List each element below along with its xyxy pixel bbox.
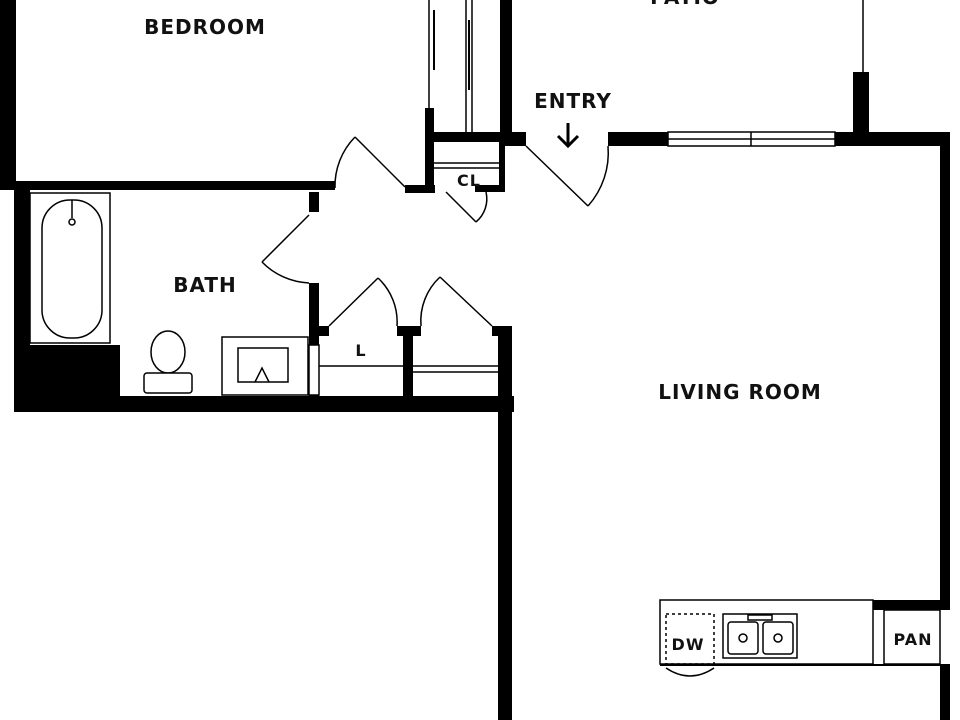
bath-bottom-wall [14, 396, 514, 412]
toilet-tank [143, 372, 193, 394]
closet-bottom-wall [475, 185, 505, 192]
hall-closet-door-swing [420, 276, 441, 327]
shelves [319, 162, 499, 373]
patio-label: PATIO [650, 0, 720, 9]
linen-jamb-left [319, 326, 329, 336]
bedroom-door-leaf [354, 136, 406, 188]
bedroom-bottom-wall [0, 181, 335, 190]
hall-wall-segment [405, 185, 435, 193]
tub-drain [68, 218, 76, 226]
linen-divider [403, 326, 413, 398]
closet-right-wall [499, 142, 505, 192]
toilet-bowl [150, 330, 186, 374]
entry-label: ENTRY [534, 89, 612, 113]
bath-label: BATH [173, 273, 237, 297]
linen-label: L [355, 341, 366, 360]
pantry-label: PAN [893, 630, 932, 649]
dishwasher-label: DW [672, 635, 705, 654]
pantry [883, 609, 941, 665]
closet-door-swing [475, 191, 488, 223]
vanity-side [308, 344, 320, 396]
living-right-wall-lower [940, 664, 950, 720]
down-arrow-icon [556, 123, 580, 149]
linen-door-leaf [328, 277, 379, 327]
sink-faucet [747, 614, 773, 621]
patio-left-wall [500, 0, 512, 146]
entry-door-leaf [525, 145, 589, 207]
linen-door-swing [377, 277, 398, 327]
entry-left-jamb [500, 132, 526, 146]
room-labels: BEDROOM PATIO ENTRY CL BATH L LIVING ROO… [144, 0, 932, 654]
bath-door-swing [261, 261, 310, 284]
dishwasher [665, 613, 715, 665]
living-top-wall-left [608, 132, 668, 146]
vanity-sink [237, 347, 289, 383]
sink-drain-left [738, 633, 748, 643]
closet-label: CL [457, 171, 481, 190]
patio-right-wall [853, 72, 869, 146]
tub-enclosure [30, 345, 120, 397]
vanity-faucet [254, 366, 270, 383]
counter-base-line [660, 664, 950, 666]
living-left-wall [498, 326, 512, 720]
windows [428, 0, 864, 147]
bedroom-door-swing [334, 136, 356, 189]
doors [261, 136, 610, 327]
closet-top-wall [425, 132, 505, 142]
hall-closet-door-leaf [439, 276, 493, 327]
bath-fixtures [29, 192, 320, 396]
sink-drain-right [773, 633, 783, 643]
entry-door-swing [587, 145, 610, 207]
living-top-wall-right [835, 132, 947, 146]
living-right-wall [940, 132, 950, 610]
bath-right-wall-bottom [309, 283, 319, 396]
living-room-label: LIVING ROOM [658, 380, 822, 404]
bath-left-wall [14, 190, 30, 412]
dishwasher-swing [665, 667, 715, 677]
pantry-top-wall [873, 600, 950, 610]
bedroom-left-wall [0, 0, 16, 188]
bath-right-wall-top [309, 192, 319, 212]
bedroom-label: BEDROOM [144, 15, 266, 39]
closet-door-leaf [445, 191, 477, 223]
kitchen [659, 599, 941, 677]
bath-door-leaf [261, 214, 310, 263]
bedroom-right-wall [425, 108, 434, 192]
